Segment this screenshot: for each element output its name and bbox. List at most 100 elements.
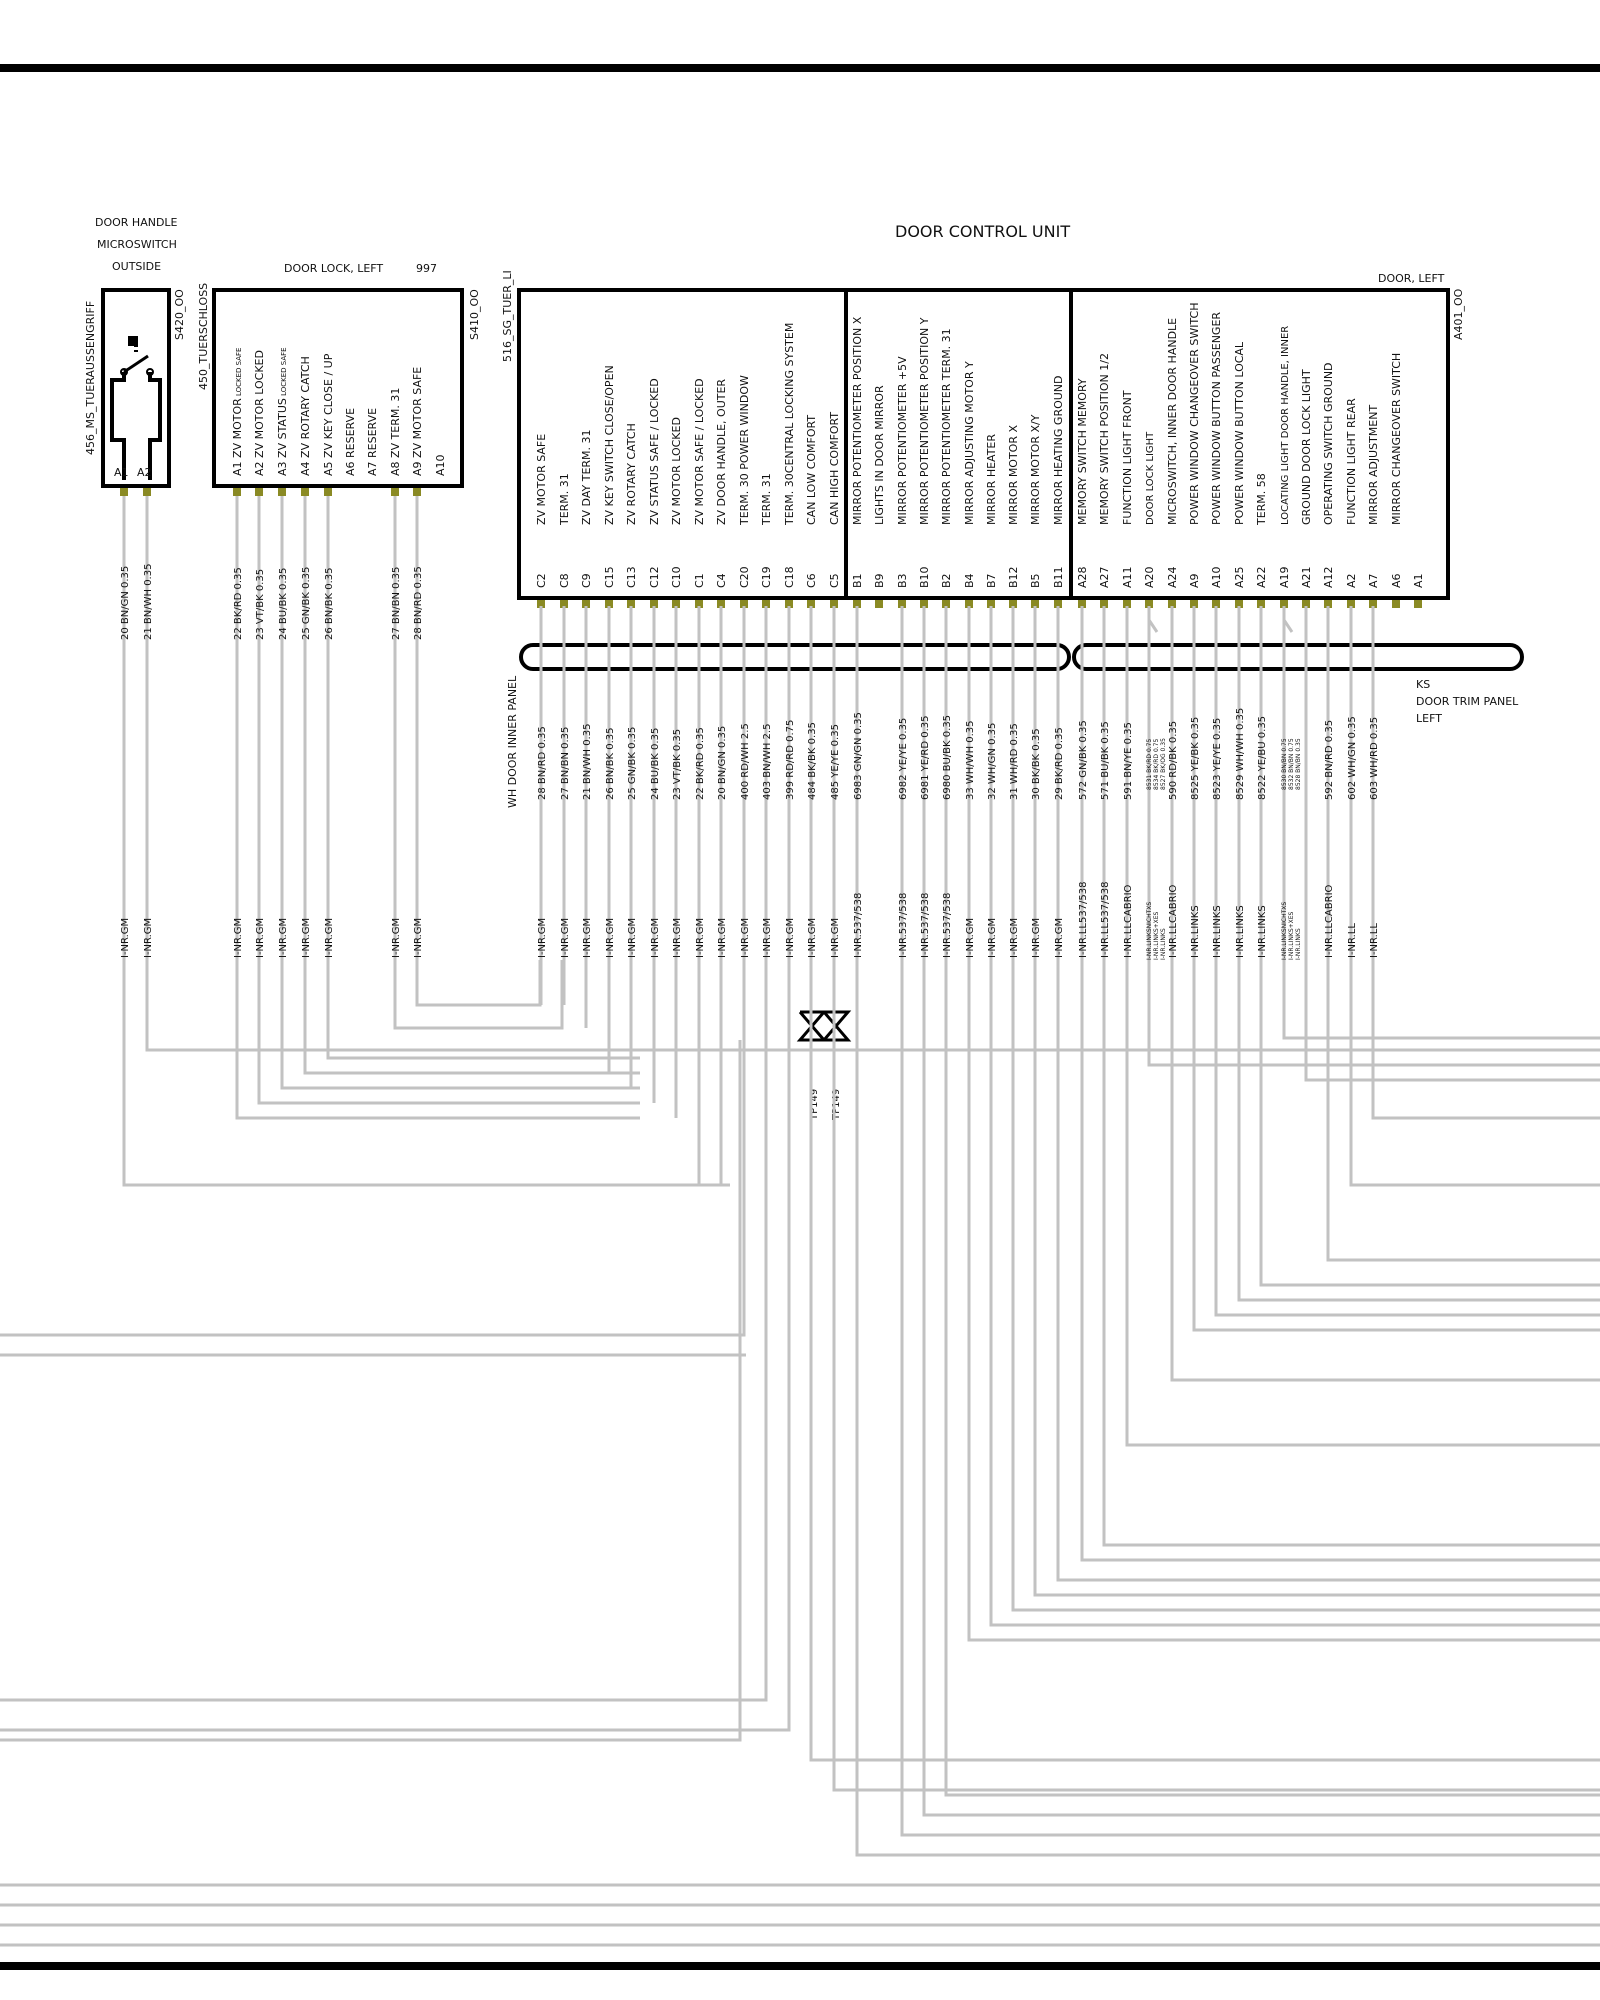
dcu-pin-contact — [853, 600, 861, 608]
dcu-title: DOOR CONTROL UNIT — [895, 222, 1070, 241]
dcu-harness-label: I-NR.GM — [650, 918, 661, 958]
dcu-harness-label: I-NR.GM — [1031, 918, 1042, 958]
lock-pin-code: A10 — [434, 454, 447, 476]
wire-c — [832, 606, 1600, 1792]
lock-pin-code: A4 — [299, 458, 312, 476]
wire-a — [1147, 606, 1600, 1067]
dcu-pin-code: C5 — [828, 573, 841, 588]
dcu-wire-label: 23 VT/BK 0.35 — [672, 729, 683, 800]
dcu-pin-contact — [785, 600, 793, 608]
dcu-wire-label: 21 BN/WH 0.35 — [582, 724, 593, 800]
handle-box — [101, 288, 171, 488]
lock-pin-code: A8 — [389, 458, 402, 476]
dcu-pin-code: B3 — [896, 573, 909, 588]
dcu-pin-function: MIRROR HEATER — [985, 434, 998, 525]
dcu-pin-function: MEMORY SWITCH MEMORY — [1076, 378, 1089, 525]
dcu-pin-code: A20 — [1143, 566, 1156, 588]
door-left-label: DOOR, LEFT — [1378, 272, 1445, 285]
dcu-wire-label: 572 GN/BK 0.35 — [1078, 720, 1089, 800]
lock-wire-label: 27 BN/BN 0.35 — [391, 567, 402, 640]
lock-harness-label: I-NR.GM — [233, 918, 244, 958]
handle-pin-label: A2 — [137, 466, 152, 479]
wh-label: WH DOOR INNER PANEL — [506, 675, 519, 808]
wire-b — [1033, 606, 1600, 1597]
a19-wire-label: 8528 BN/BN 0.35 — [1295, 738, 1302, 790]
dcu-pin-code: C8 — [558, 573, 571, 588]
dcu-pin-function: MIRROR MOTOR X — [1007, 425, 1020, 525]
dcu-pin-code: B4 — [963, 573, 976, 588]
top-border-bar — [0, 64, 1600, 72]
lock-wire-label: 22 BK/RD 0.35 — [233, 567, 244, 640]
dcu-pin-function: MIRROR MOTOR X/Y — [1029, 414, 1042, 525]
dcu-pin-function: MIRROR POTENTIOMETER TERM. 31 — [940, 328, 953, 525]
dcu-pin-code: C13 — [625, 566, 638, 588]
dcu-pin-code: A24 — [1166, 566, 1179, 588]
dcu-pin-function: GROUND DOOR LOCK LIGHT — [1300, 369, 1313, 525]
dcu-harness-label: I-NR.GM — [762, 918, 773, 958]
dcu-pin-code: A11 — [1121, 566, 1134, 588]
handle-label-line1: DOOR HANDLE — [95, 216, 178, 229]
dcu-harness-label: I-NR.GM — [672, 918, 683, 958]
wire-c — [0, 606, 768, 1702]
dcu-wire-label: 28 BN/RD 0.35 — [537, 726, 548, 800]
bundle-wh — [519, 643, 1071, 671]
dcu-pin-contact — [1257, 600, 1265, 608]
wire-a — [1214, 606, 1600, 1317]
dcu-pin-function: MICROSWITCH, INNER DOOR HANDLE — [1166, 318, 1179, 525]
wire-lock — [257, 496, 640, 1105]
dcu-pin-function: MIRROR POTENTIOMETER POSITION X — [851, 316, 864, 525]
lock-pin-contact — [301, 488, 309, 496]
dcu-pin-contact — [1100, 600, 1108, 608]
dcu-wire-label: 29 BK/RD 0.35 — [1054, 727, 1065, 800]
lock-wire-label: 24 BU/BK 0.35 — [278, 568, 289, 640]
a20-harness-label: I-NR.LINKSNICHTXS — [1146, 902, 1153, 960]
dcu-wire-label: 6981 YE/RD 0.35 — [920, 715, 931, 800]
dcu-harness-label: I-NR.537/538 — [853, 893, 864, 958]
dcu-pin-function: ZV KEY SWITCH CLOSE/OPEN — [603, 365, 616, 525]
dcu-pin-contact — [1212, 600, 1220, 608]
dcu-pin-code: A28 — [1076, 566, 1089, 588]
dcu-pin-code: B7 — [985, 573, 998, 588]
dcu-pin-function: ZV MOTOR LOCKED — [670, 417, 683, 525]
wire-a — [1237, 606, 1600, 1302]
dcu-pin-function: TERM. 31 — [760, 473, 773, 526]
wire-a — [1371, 606, 1600, 1120]
dcu-pin-function: POWER WINDOW BUTTON LOCAL — [1233, 341, 1246, 525]
dcu-pin-function: TERM. 31 — [558, 473, 571, 526]
a20-harness-label: I-NR.LINKS+XES — [1153, 911, 1160, 960]
dcu-wire-label: 31 WH/RD 0.35 — [1009, 723, 1020, 800]
handle-pin-contact — [120, 488, 128, 496]
lock-pin-function: ZV TERM. 31 — [389, 388, 402, 458]
dcu-harness-label: I-NR.GM — [987, 918, 998, 958]
lock-harness-label: I-NR.GM — [301, 918, 312, 958]
a19-wire-label: 8532 BN/BN 0.75 — [1288, 738, 1295, 790]
dcu-harness-label: I-NR.GM — [807, 918, 818, 958]
wire-a — [1125, 606, 1600, 1447]
dcu-pin-function: ZV STATUS SAFE / LOCKED — [648, 378, 661, 525]
lock-wire-label: 28 BN/RD 0.35 — [413, 566, 424, 640]
lock-harness-label: I-NR.GM — [255, 918, 266, 958]
dcu-pin-code: C18 — [783, 566, 796, 588]
wire-lock — [326, 496, 640, 1060]
dcu-pin-code: A9 — [1188, 573, 1201, 588]
switch-symbol — [110, 336, 162, 480]
dcu-wire-label: 30 BK/BK 0.35 — [1031, 728, 1042, 800]
lock-harness-label: I-NR.GM — [391, 918, 402, 958]
lock-pin-label: A4 ZV ROTARY CATCH — [299, 356, 312, 476]
dcu-wire-label: 399 RD/RD 0.75 — [785, 720, 796, 800]
dcu-pin-contact — [1347, 600, 1355, 608]
wire-b — [989, 606, 1600, 1627]
lock-pin-label: A3 ZV STATUS LOCKED SAFE — [276, 347, 289, 476]
ks-label-line3: LEFT — [1416, 712, 1442, 725]
dcu-wire-label: 400 RD/WH 2.5 — [740, 723, 751, 800]
dcu-wire-label: 6982 YE/YE 0.35 — [898, 718, 909, 800]
handle-wire-label: 20 BN/GN 0.35 — [120, 566, 131, 640]
a20-wire-label: 8534 BK/RD 0.75 — [1153, 739, 1160, 790]
dcu-harness-label: I-NR.537/538 — [898, 893, 909, 958]
dcu-pin-contact — [1280, 600, 1288, 608]
dcu-pin-code: C9 — [580, 573, 593, 588]
dcu-pin-contact — [987, 600, 995, 608]
lock-box — [212, 288, 464, 488]
wire-a19-tap — [1282, 606, 1294, 633]
lock-pin-contact — [278, 488, 286, 496]
